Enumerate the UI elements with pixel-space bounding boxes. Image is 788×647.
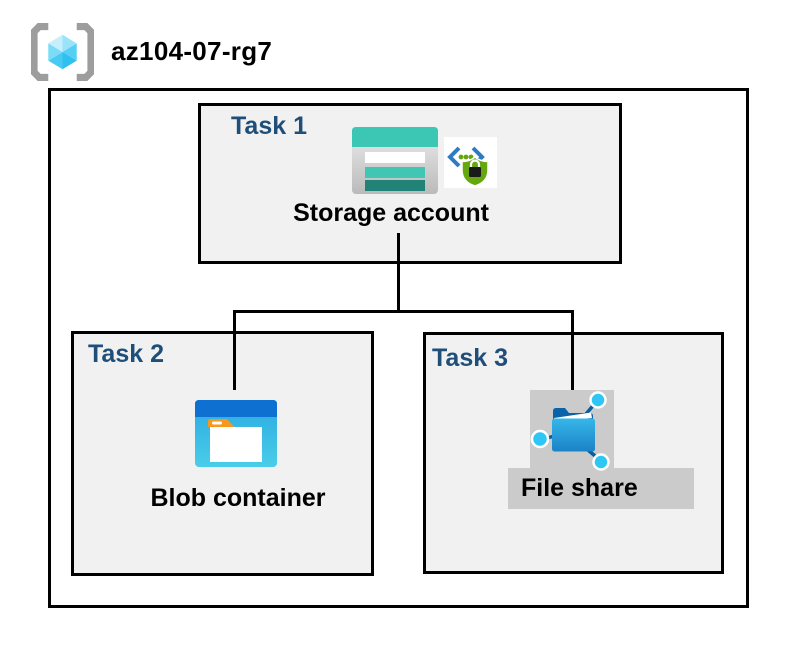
connector-branch-horizontal: [233, 310, 574, 313]
file-share-icon: [528, 386, 620, 472]
file-share-caption: File share: [521, 474, 638, 502]
task2-label: Task 2: [88, 340, 164, 368]
task3-label: Task 3: [432, 344, 508, 372]
storage-account-caption: Storage account: [293, 199, 489, 227]
file-share-caption-highlight: [508, 468, 694, 509]
connector-storage-stem: [397, 233, 400, 312]
storage-account-icon: [352, 127, 438, 194]
secure-transfer-icon: [444, 137, 497, 188]
blob-container-icon: [195, 400, 277, 467]
connector-to-file-share: [571, 310, 574, 392]
task1-label: Task 1: [231, 112, 307, 140]
task2-box: Task 2: [71, 331, 374, 576]
resource-group-name: az104-07-rg7: [111, 36, 273, 66]
azure-resource-group-icon: [31, 23, 94, 81]
blob-container-caption: Blob container: [150, 484, 326, 512]
connector-to-blob-container: [233, 310, 236, 390]
